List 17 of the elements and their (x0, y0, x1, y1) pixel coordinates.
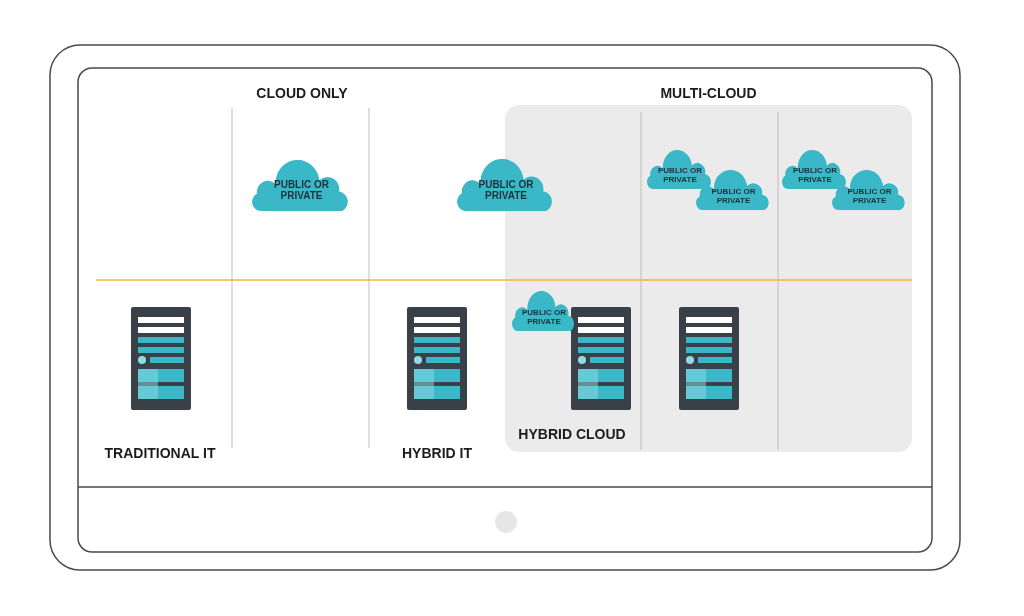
cloud-label: PUBLIC OR PRIVATE (273, 179, 330, 201)
cloud-shape (512, 291, 576, 331)
cloud-shape (782, 150, 848, 189)
cloud-label: PUBLIC OR PRIVATE (710, 188, 757, 206)
column-heading: MULTI-CLOUD (660, 85, 757, 101)
column-heading: HYBRID CLOUD (518, 426, 626, 442)
column-heading: HYBRID IT (402, 445, 472, 461)
cloud-label: PUBLIC OR PRIVATE (521, 309, 567, 327)
column-heading: TRADITIONAL IT (104, 445, 216, 461)
cloud-label: PUBLIC OR PRIVATE (477, 179, 535, 201)
cloud-shape (252, 160, 351, 211)
cloud-shape (457, 159, 555, 211)
cloud-label: PUBLIC OR PRIVATE (846, 188, 893, 206)
cloud-shape (647, 150, 713, 189)
column-heading: CLOUD ONLY (256, 85, 348, 101)
cloud-label: PUBLIC OR PRIVATE (792, 167, 838, 185)
cloud-label: PUBLIC OR PRIVATE (657, 167, 703, 185)
